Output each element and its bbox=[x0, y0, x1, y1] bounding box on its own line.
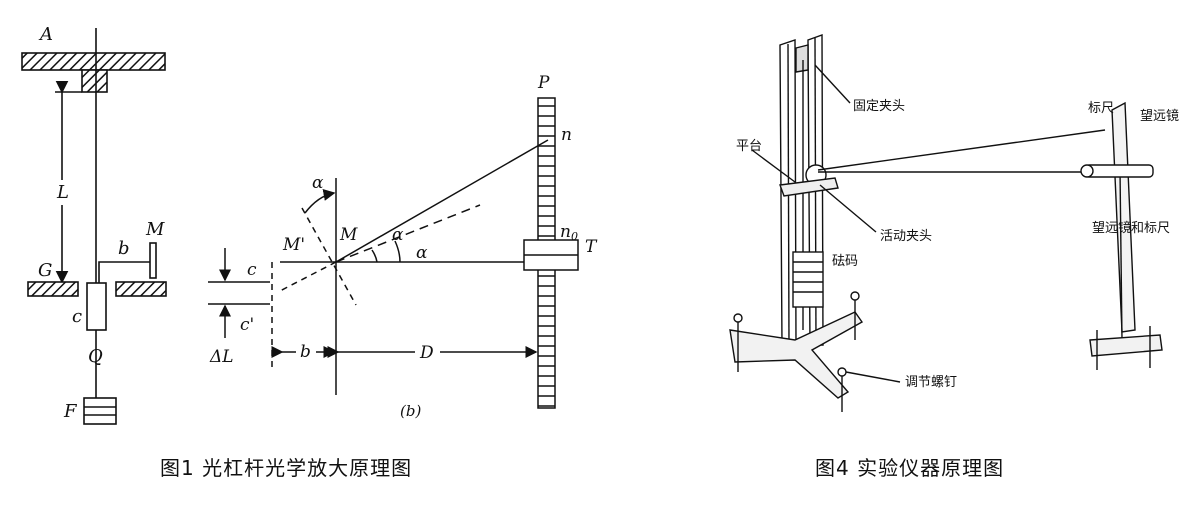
angle-arc-low bbox=[394, 240, 401, 263]
label-fixed-clamp: 固定夹头 bbox=[853, 99, 905, 114]
angle-arc-mid bbox=[371, 249, 378, 263]
mirror-arm-b bbox=[98, 261, 152, 283]
label-alpha-low: α bbox=[416, 243, 428, 263]
sight-line-upper bbox=[817, 129, 1106, 171]
top-support-plate bbox=[21, 52, 166, 71]
label-c-b: c bbox=[247, 260, 257, 280]
label-b-dim: b bbox=[300, 342, 311, 362]
scale-stand-rod bbox=[1119, 169, 1123, 341]
tripod-base bbox=[729, 311, 864, 399]
leader-adjust-screw bbox=[845, 371, 901, 383]
right-platform bbox=[115, 281, 167, 297]
label-T: T bbox=[585, 237, 598, 257]
mirror-M bbox=[149, 242, 157, 279]
fixed-clamp-top bbox=[795, 44, 809, 73]
label-D: D bbox=[419, 343, 434, 363]
label-n0: n0 bbox=[560, 222, 578, 243]
left-platform bbox=[27, 281, 79, 297]
figure4-caption: 图4 实验仪器原理图 bbox=[815, 456, 1005, 480]
label-c-prime: c' bbox=[240, 315, 254, 335]
label-weights: 砝码 bbox=[832, 254, 858, 269]
telescope-eyepiece bbox=[1080, 164, 1094, 178]
figure1-apparatus bbox=[21, 28, 167, 425]
label-moving-clamp: 活动夹头 bbox=[880, 229, 932, 244]
ray-to-n bbox=[335, 139, 549, 263]
label-F: F bbox=[63, 401, 78, 422]
label-n: n bbox=[561, 125, 572, 145]
label-L: L bbox=[56, 182, 69, 203]
figure-b-optics bbox=[208, 97, 579, 409]
ray-dashed-normal bbox=[335, 204, 481, 263]
screw-knob-front bbox=[837, 367, 847, 377]
label-c: c bbox=[72, 306, 82, 327]
leader-platform bbox=[751, 149, 796, 183]
label-M-prime: M' bbox=[282, 235, 305, 255]
screw-knob-left bbox=[733, 313, 743, 323]
weight-F bbox=[83, 397, 117, 425]
figure4-apparatus bbox=[729, 34, 1163, 412]
fixed-clamp-block bbox=[81, 69, 108, 93]
label-telescope: 望远镜 bbox=[1140, 108, 1179, 124]
scale-ticks bbox=[538, 105, 555, 407]
label-platform: 平台 bbox=[736, 139, 762, 154]
leader-fixed-clamp bbox=[814, 64, 851, 104]
label-P: P bbox=[537, 73, 550, 93]
screw-knob-right bbox=[850, 291, 860, 301]
label-A: A bbox=[38, 24, 53, 45]
telescope-body bbox=[1084, 164, 1154, 178]
telescope-base bbox=[1089, 334, 1163, 357]
label-alpha-mid: α bbox=[392, 225, 404, 245]
label-G: G bbox=[38, 260, 52, 281]
label-alpha-top: α bbox=[312, 173, 324, 193]
label-telescope-and-scale: 望远镜和标尺 bbox=[1092, 220, 1170, 236]
label-M: M bbox=[145, 219, 165, 240]
scale-ruler bbox=[1111, 101, 1136, 333]
label-adjust-screw: 调节螺钉 bbox=[905, 375, 957, 390]
moving-clamp-cylinder bbox=[86, 282, 107, 331]
tilted-mirror bbox=[301, 207, 357, 306]
label-Q: Q bbox=[88, 346, 103, 367]
angle-arc-top bbox=[304, 189, 336, 214]
figure1-labels: A L G M b c Q F bbox=[38, 24, 165, 422]
label-scale: 标尺 bbox=[1088, 101, 1114, 116]
label-deltaL: ΔL bbox=[209, 347, 234, 367]
weights-stack bbox=[792, 251, 824, 308]
leader-moving-clamp bbox=[819, 184, 877, 233]
arm-dashed bbox=[277, 261, 337, 293]
figure4-labels: 固定夹头 平台 活动夹头 砝码 调节螺钉 标尺 望远镜 望远镜和标尺 bbox=[736, 99, 1179, 390]
figure1-caption: 图1 光杠杆光学放大原理图 bbox=[160, 456, 413, 480]
label-M-b: M bbox=[339, 225, 358, 245]
platform bbox=[779, 177, 839, 197]
figure-b-labels: P n n0 T α α α M' M c c' ΔL b D (b) bbox=[209, 73, 598, 420]
sub-caption-b: (b) bbox=[400, 402, 421, 420]
label-b: b bbox=[118, 238, 130, 259]
